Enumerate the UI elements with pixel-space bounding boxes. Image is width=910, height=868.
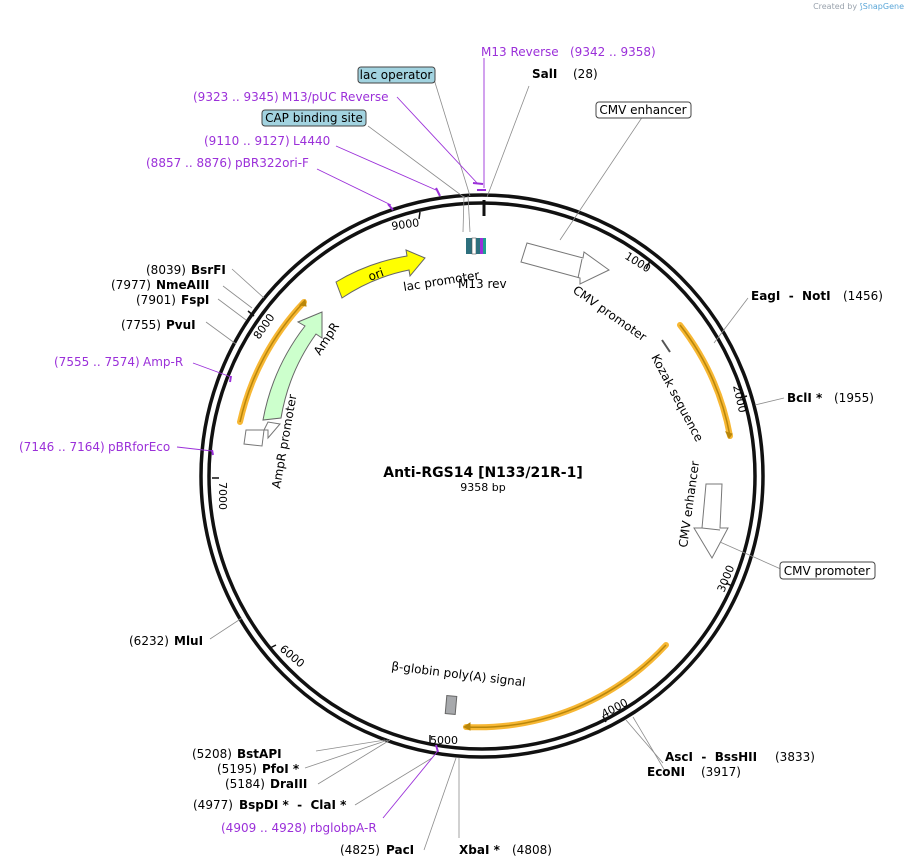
- site-mlui: (6232)MluI: [129, 634, 203, 648]
- site-draiii: (5184)DraIII: [225, 777, 307, 791]
- cmv-enhancer-arrow: [520, 242, 610, 285]
- primer-range: (7555 .. 7574): [54, 355, 140, 369]
- primer-name: pBR322ori-F: [235, 156, 309, 170]
- site-bcli: BclI *(1955): [787, 391, 874, 405]
- feature-box-leaders: [367, 75, 784, 571]
- lac-operator-box: lac operator: [357, 66, 436, 84]
- primer-pbrforeco: (7146 .. 7164)pBRforEco: [19, 440, 170, 454]
- plasmid-backbone: [199, 193, 765, 759]
- kozak-label: Kozak sequence: [648, 352, 706, 444]
- primer-name: M13/pUC Reverse: [282, 90, 389, 104]
- site-econi: EcoNI(3917): [647, 765, 741, 779]
- primer-m13-puc-reverse: (9323 .. 9345)M13/pUC Reverse: [193, 90, 389, 104]
- orf-arcs: [237, 298, 733, 731]
- tick-label: 9000: [391, 216, 421, 233]
- credit-brand: SnapGene: [862, 2, 904, 11]
- site-paci: (4825)PacI: [340, 843, 414, 857]
- primer-range: (8857 .. 8876): [146, 156, 232, 170]
- ori-arrow: [335, 249, 426, 299]
- tick-label: 7000: [216, 482, 229, 510]
- plasmid-size: 9358 bp: [460, 481, 505, 494]
- site-pfoi: (5195)PfoI *: [217, 762, 300, 776]
- primer-amp-r: (7555 .. 7574)Amp-R: [54, 355, 183, 369]
- m13-rev-label: M13 rev: [458, 277, 507, 291]
- tick-label: 6000: [277, 642, 307, 670]
- primer-l4440: (9110 .. 9127)L4440: [204, 134, 330, 148]
- site-pvui: (7755)PvuI: [121, 318, 196, 332]
- credit-prefix: Created by: [813, 2, 858, 11]
- tick-label: 2000: [730, 384, 749, 414]
- ampr-promoter-box: [243, 429, 265, 447]
- restriction-sites: SalI(28) EagI - NotI(1456) BclI *(1955) …: [111, 67, 883, 857]
- snapgene-logo-icon: ⟆: [859, 2, 863, 11]
- primer-range: (9110 .. 9127): [204, 134, 290, 148]
- primer-range: (4909 .. 4928): [221, 821, 307, 835]
- cmv-promoter-label: CMV promoter: [570, 283, 649, 344]
- site-asci-bsshii: AscI - BssHII(3833): [665, 750, 815, 764]
- feature-arrows: [243, 237, 729, 715]
- site-eagi-noti: EagI - NotI(1456): [751, 289, 883, 303]
- primer-leaders: [176, 58, 486, 819]
- cmv-promoter-box: CMV promoter: [779, 561, 876, 580]
- globin-polya-box: [444, 695, 458, 715]
- cap-binding-box: CAP binding site: [261, 109, 367, 127]
- primer-name: M13 Reverse: [481, 45, 559, 59]
- site-nmeaiii: (7977)NmeAIII: [111, 278, 209, 292]
- kozak-marker: [661, 339, 671, 353]
- primer-range: (7146 .. 7164): [19, 440, 105, 454]
- lac-operator-label: lac operator: [360, 68, 433, 82]
- primer-name: Amp-R: [143, 355, 183, 369]
- snapgene-credit: Created by ⟆SnapGene: [813, 2, 904, 11]
- cmv-promoter-arrow: [693, 483, 729, 560]
- primer-range: (9323 .. 9345): [193, 90, 279, 104]
- cap-binding-label: CAP binding site: [265, 111, 363, 125]
- primer-name: rbglobpA-R: [310, 821, 377, 835]
- site-fspi: (7901)FspI: [136, 293, 209, 307]
- cmv-enhancer-box: CMV enhancer: [595, 101, 692, 119]
- site-bspdi-clai: (4977)BspDI * - ClaI *: [193, 798, 347, 812]
- site-bstapi: (5208)BstAPI: [192, 747, 282, 761]
- primer-name: L4440: [293, 134, 330, 148]
- site-leaders: [205, 85, 785, 851]
- plasmid-name: Anti-RGS14 [N133/21R-1]: [383, 465, 582, 481]
- tick-marks: [212, 211, 748, 743]
- primer-rbglobpa-r: (4909 .. 4928)rbglobpA-R: [221, 821, 377, 835]
- ampr-arrow: [262, 311, 323, 421]
- ori-label: ori: [366, 265, 385, 283]
- primer-pbr322ori-f: (8857 .. 8876)pBR322ori-F: [146, 156, 309, 170]
- primer-range: (9342 .. 9358): [570, 45, 656, 59]
- tick-label: 5000: [430, 734, 458, 747]
- site-sali: SalI(28): [532, 67, 598, 81]
- primer-name: pBRforEco: [108, 440, 170, 454]
- cmv-promoter-box-label: CMV promoter: [784, 564, 871, 578]
- cmv-enhancer-box-label: CMV enhancer: [599, 103, 686, 117]
- globin-label: β-globin poly(A) signal: [391, 659, 527, 689]
- lac-promoter-box: [466, 237, 486, 255]
- site-xbai: XbaI *(4808): [459, 843, 552, 857]
- site-bsrfi: (8039)BsrFI: [146, 263, 226, 277]
- primer-m13-reverse: M13 Reverse (9342 .. 9358): [481, 45, 656, 59]
